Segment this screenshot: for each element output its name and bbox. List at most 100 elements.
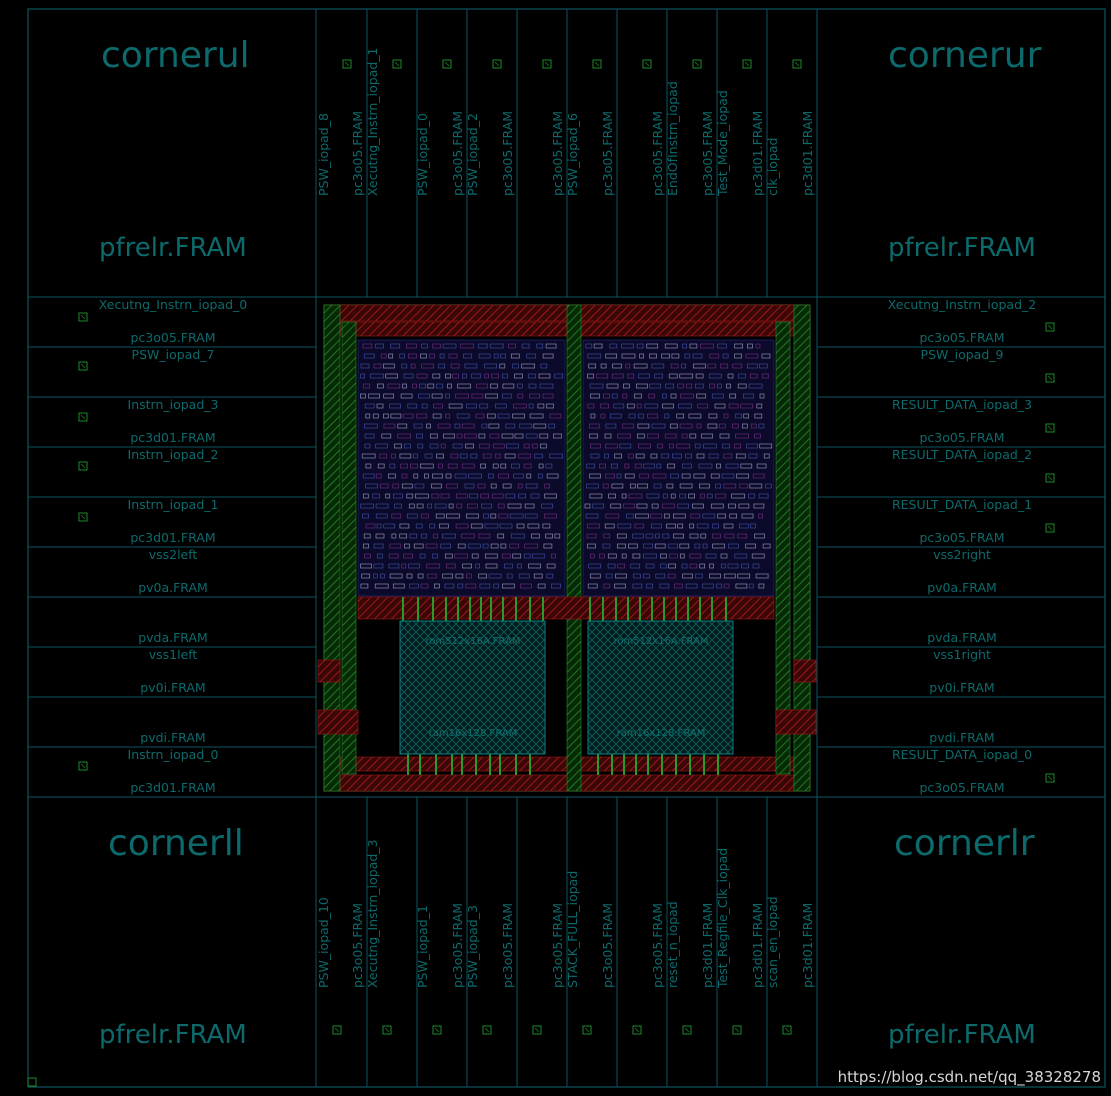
corner-ul-name: cornerul	[101, 35, 250, 76]
top-pin-6	[642, 59, 652, 69]
left-pad-lib-5: pv0a.FRAM	[138, 580, 208, 595]
left-pin-5	[78, 761, 88, 771]
bottom-pad-label-11: reset_n_iopad	[665, 901, 680, 988]
pad-pins	[78, 59, 1055, 1035]
right-pin-5	[1045, 773, 1055, 783]
top-pad-label-15: clk_iopad	[765, 137, 780, 196]
bottom-pin-9	[782, 1025, 792, 1035]
power-strap-center	[566, 304, 582, 792]
top-pad-label-0: PSW_iopad_8	[316, 113, 331, 196]
right-pad-lib-0: pc3o05.FRAM	[919, 330, 1005, 345]
left-pin-2	[78, 412, 88, 422]
bottom-pad-label-2: Xecutng_Instrn_iopad_3	[365, 839, 380, 988]
bottom-pin-8	[732, 1025, 742, 1035]
macro-left-label-bottom: ram16x128.FRAM	[429, 728, 518, 739]
bottom-pad-label-7: pc3o05.FRAM	[550, 903, 565, 988]
left-pad-lib-0: pc3o05.FRAM	[130, 330, 216, 345]
bottom-pin-2	[432, 1025, 442, 1035]
corner-ll-lib: pfrelr.FRAM	[99, 1020, 247, 1050]
bottom-pad-label-3: PSW_iopad_1	[415, 905, 430, 988]
right-pin-3	[1045, 473, 1055, 483]
bottom-pin-4	[532, 1025, 542, 1035]
top-pin-1	[392, 59, 402, 69]
right-pad-name-9: RESULT_DATA_iopad_0	[891, 747, 1033, 762]
top-pad-label-14: pc3d01.FRAM	[750, 110, 765, 196]
top-pin-7	[692, 59, 702, 69]
bottom-pin-6	[632, 1025, 642, 1035]
top-pad-label-12: pc3o05.FRAM	[700, 111, 715, 196]
top-pin-2	[442, 59, 452, 69]
top-pad-label-11: EndOfInstrn_iopad	[665, 81, 680, 196]
left-pad-lib-4: pc3d01.FRAM	[130, 530, 216, 545]
top-pad-label-10: pc3o05.FRAM	[650, 111, 665, 196]
core-area: rom512x16A.FRAM ram16x128.FRAM rom512x16…	[27, 304, 817, 1087]
left-pad-lib-2: pc3d01.FRAM	[130, 430, 216, 445]
top-pad-label-4: pc3o05.FRAM	[450, 111, 465, 196]
left-pad-lib-7: pv0i.FRAM	[140, 680, 206, 695]
top-pad-label-5: PSW_iopad_2	[465, 113, 480, 196]
left-pin-4	[78, 512, 88, 522]
bottom-pad-label-13: Test_Regfile_Clk_iopad	[715, 847, 730, 988]
bottom-pad-label-8: STACK_FULL_iopad	[565, 870, 580, 988]
left-pad-name-9: Instrn_iopad_0	[127, 747, 219, 762]
left-pad-name-3: Instrn_iopad_2	[127, 447, 219, 462]
top-pin-8	[742, 59, 752, 69]
right-pin-1	[1045, 373, 1055, 383]
right-pad-name-2: RESULT_DATA_iopad_3	[891, 397, 1033, 412]
left-pad-name-2: Instrn_iopad_3	[127, 397, 219, 412]
macro-left[interactable]	[399, 620, 546, 755]
macro-right-label-top: rom512x16A.FRAM	[613, 636, 708, 647]
right-pad-lib-8: pvdi.FRAM	[929, 730, 995, 745]
right-pad-lib-7: pv0i.FRAM	[929, 680, 995, 695]
top-pad-label-9: pc3o05.FRAM	[600, 111, 615, 196]
left-pad-name-4: Instrn_iopad_1	[127, 497, 219, 512]
corner-ul-lib: pfrelr.FRAM	[99, 233, 247, 263]
right-pad-lib-2: pc3o05.FRAM	[919, 430, 1005, 445]
left-pin-1	[78, 361, 88, 371]
left-pad-name-7: vss1left	[148, 647, 198, 662]
left-pin-0	[78, 312, 88, 322]
top-pin-3	[492, 59, 502, 69]
top-pin-9	[792, 59, 802, 69]
bottom-pad-label-12: pc3d01.FRAM	[700, 902, 715, 988]
top-pad-label-7: pc3o05.FRAM	[550, 111, 565, 196]
bottom-pin-7	[682, 1025, 692, 1035]
bottom-pad-label-16: pc3d01.FRAM	[800, 902, 815, 988]
bottom-pad-label-9: pc3o05.FRAM	[600, 903, 615, 988]
top-pad-label-13: Test_Mode_iopad	[715, 90, 730, 196]
bottom-pad-label-0: PSW_iopad_10	[316, 897, 331, 988]
corner-lr-lib: pfrelr.FRAM	[888, 1020, 1036, 1050]
right-pad-lib-6: pvda.FRAM	[927, 630, 997, 645]
top-pin-4	[542, 59, 552, 69]
right-pin-2	[1045, 423, 1055, 433]
right-pad-name-3: RESULT_DATA_iopad_2	[891, 447, 1033, 462]
macro-right[interactable]	[587, 620, 734, 755]
right-pad-lib-9: pc3o05.FRAM	[919, 780, 1005, 795]
bottom-pad-label-6: pc3o05.FRAM	[500, 903, 515, 988]
top-pad-label-8: PSW_iopad_6	[565, 113, 580, 196]
left-pad-lib-8: pvdi.FRAM	[140, 730, 206, 745]
watermark: https://blog.csdn.net/qq_38328278	[837, 1068, 1101, 1086]
corner-lr-name: cornerlr	[894, 823, 1035, 864]
corner-ur-lib: pfrelr.FRAM	[888, 233, 1036, 263]
right-pad-name-4: RESULT_DATA_iopad_1	[891, 497, 1033, 512]
right-pin-4	[1045, 523, 1055, 533]
top-pad-label-3: PSW_iopad_0	[415, 113, 430, 196]
right-pin-0	[1045, 322, 1055, 332]
left-pad-name-0: Xecutng_Instrn_iopad_0	[98, 297, 248, 312]
top-pin-0	[342, 59, 352, 69]
left-pad-name-5: vss2left	[148, 547, 198, 562]
right-pad-name-0: Xecutng_Instrn_iopad_2	[887, 297, 1037, 312]
power-ring-right-inner	[775, 321, 791, 775]
right-pad-name-7: vss1right	[933, 647, 991, 662]
bottom-pin-5	[582, 1025, 592, 1035]
right-pad-lib-4: pc3o05.FRAM	[919, 530, 1005, 545]
bottom-pad-label-1: pc3o05.FRAM	[350, 903, 365, 988]
power-band-mid	[357, 596, 775, 620]
macro-left-label-top: rom512x16A.FRAM	[425, 636, 520, 647]
left-pad-lib-9: pc3d01.FRAM	[130, 780, 216, 795]
bottom-pad-label-14: pc3d01.FRAM	[750, 902, 765, 988]
corner-ur-name: cornerur	[888, 35, 1042, 76]
